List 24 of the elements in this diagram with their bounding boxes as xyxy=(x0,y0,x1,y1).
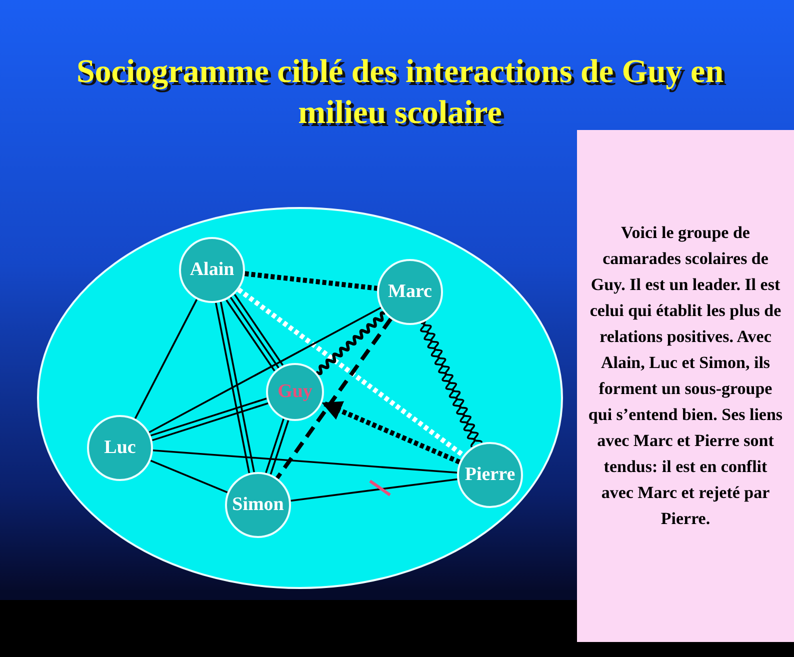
connector-line xyxy=(237,288,465,458)
connector-line xyxy=(276,318,392,480)
wavy-line xyxy=(315,311,386,376)
description-text: Voici le groupe de camarades scolaires de Guy. Il est un leader. Il est celui qui établit les plus de relations positives. Avec Alain, Luc et Simon, ils forment un sous-groupe qui s’entend bien. Ses liens avec Marc et Pierre sont tendus: il est en conflit avec Marc et rejeté par Pierre. xyxy=(587,222,784,530)
connector-line xyxy=(214,301,256,474)
name-label: Guy xyxy=(278,381,312,403)
connector-line xyxy=(226,294,284,372)
name-label: Luc xyxy=(104,437,136,459)
wavy-line xyxy=(420,320,483,448)
connector-line xyxy=(152,450,458,474)
connector-line xyxy=(150,460,228,494)
connector-line xyxy=(150,398,270,442)
connector-line xyxy=(290,478,458,502)
connector-line xyxy=(134,298,198,420)
connector-line xyxy=(322,401,461,464)
name-label: Simon xyxy=(232,494,284,516)
name-label: Marc xyxy=(388,281,432,303)
connector-line xyxy=(244,271,378,291)
name-label: Pierre xyxy=(464,464,516,486)
connector-line xyxy=(148,306,382,434)
text-panel xyxy=(577,130,794,642)
title: Sociogramme ciblé des interactions de Guy en milieu scolaire xyxy=(75,53,725,133)
connector-line xyxy=(265,418,290,476)
name-label: Alain xyxy=(190,259,234,281)
